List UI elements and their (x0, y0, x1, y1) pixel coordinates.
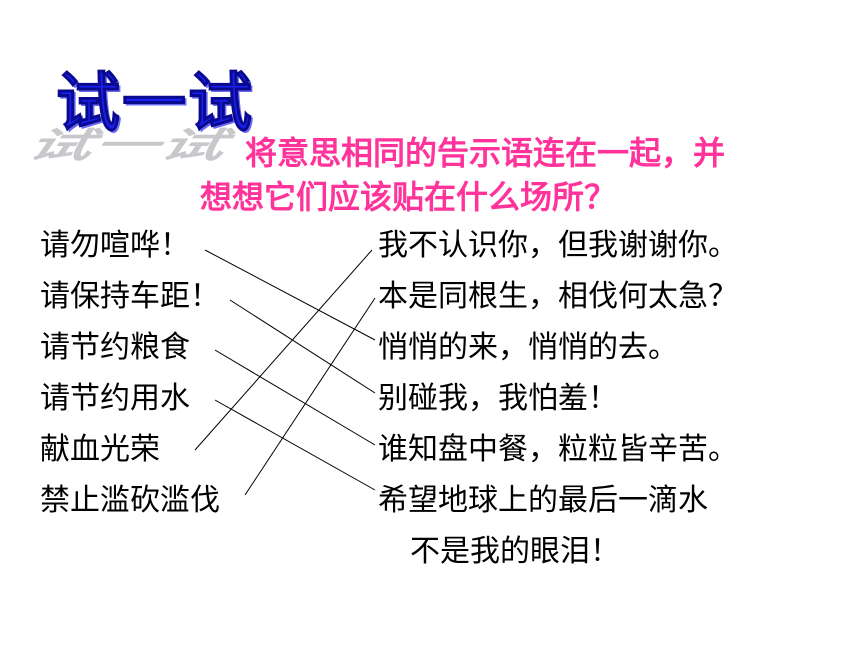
sign-text-item: 我不认识你，但我谢谢你。 (378, 228, 738, 263)
sign-text-item: 本是同根生，相伐何太急？ (378, 279, 738, 314)
title-graphic: 试一试 试一试 (18, 48, 338, 167)
sign-text-item: 谁知盘中餐，粒粒皆辛苦。 (378, 432, 738, 467)
notice-item: 请节约用水 (40, 381, 190, 416)
match-line (214, 399, 376, 491)
notice-item: 请保持车距！ (40, 279, 220, 314)
sign-text-list: 我不认识你，但我谢谢你。 本是同根生，相伐何太急？ 悄悄的来，悄悄的去。 别碰我… (378, 220, 738, 577)
match-line (244, 297, 376, 496)
match-line (194, 249, 373, 451)
page-title: 试一试 (56, 67, 254, 142)
sign-text-item: 别碰我，我怕羞！ (378, 381, 618, 416)
instruction-line-2: 想想它们应该贴在什么场所？ (200, 178, 617, 216)
match-line (204, 249, 376, 341)
sign-text-item: 希望地球上的最后一滴水 (378, 483, 708, 518)
notice-item: 请勿喧哗！ (40, 228, 190, 263)
match-line (229, 299, 376, 394)
notice-list: 请勿喧哗！ 请保持车距！ 请节约粮食 请节约用水 献血光荣 禁止滥砍滥伐 (40, 220, 220, 526)
sign-text-item-continued: 不是我的眼泪！ (410, 534, 620, 569)
match-line (214, 349, 376, 446)
notice-item: 献血光荣 (40, 432, 160, 467)
notice-item: 请节约粮食 (40, 330, 190, 365)
notice-item: 禁止滥砍滥伐 (40, 483, 220, 518)
sign-text-item: 悄悄的来，悄悄的去。 (378, 330, 678, 365)
instruction-line-1: 将意思相同的告示语连在一起，并 (245, 134, 726, 172)
